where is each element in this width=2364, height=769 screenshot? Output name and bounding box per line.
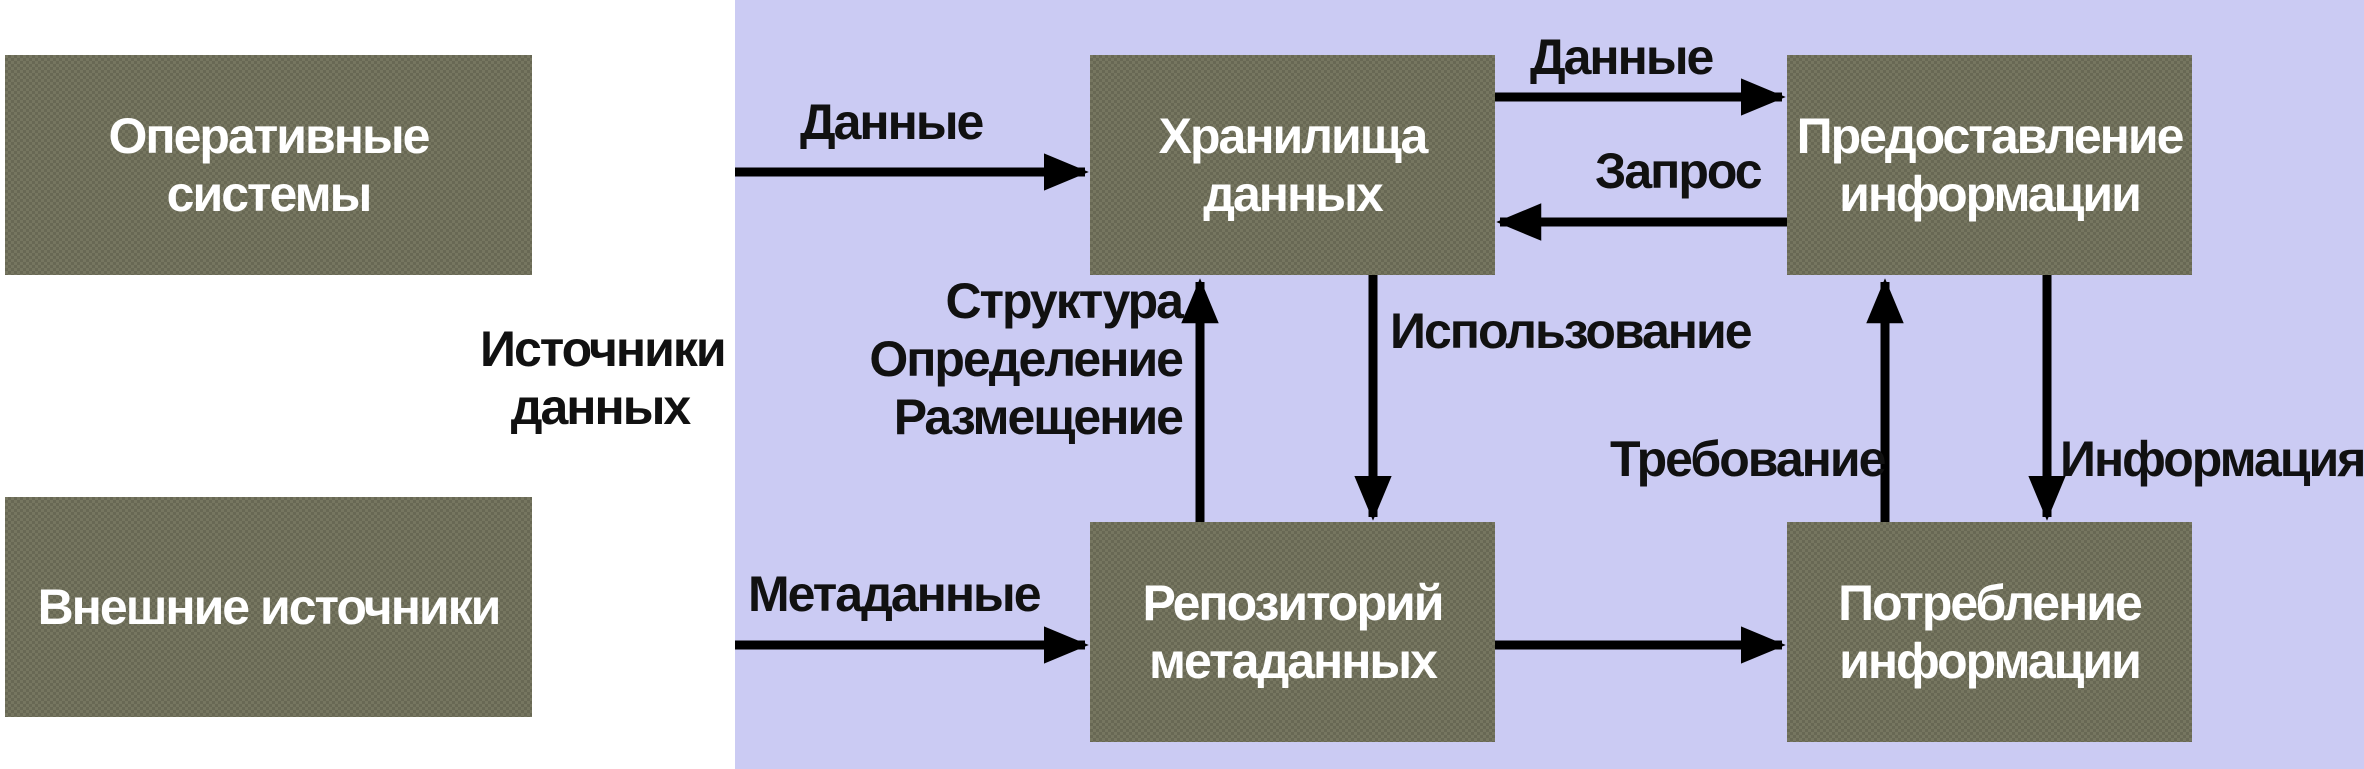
requirement-label: Требование <box>1610 431 1886 487</box>
query-label: Запрос <box>1595 143 1763 199</box>
information-consumption-box: Потребление информации <box>1787 522 2192 742</box>
data-sources-caption: Источники данных <box>480 321 727 435</box>
metadata-in-label: Метаданные <box>748 566 1042 622</box>
information-presentation-box: Предоставление информации <box>1787 55 2192 275</box>
data-out-label: Данные <box>1530 29 1714 85</box>
usage-label: Использование <box>1390 303 1753 359</box>
external-sources-box: Внешние источники <box>5 497 532 717</box>
data-in-label: Данные <box>800 94 984 150</box>
operational-systems-box: Оперативные системы <box>5 55 532 275</box>
information-label: Информация <box>2060 431 2364 487</box>
metadata-repository-box: Репозиторий метаданных <box>1090 522 1495 742</box>
structure-label: Структура Определение Размещение <box>869 273 1184 445</box>
data-warehouse-box: Хранилища данных <box>1090 55 1495 275</box>
